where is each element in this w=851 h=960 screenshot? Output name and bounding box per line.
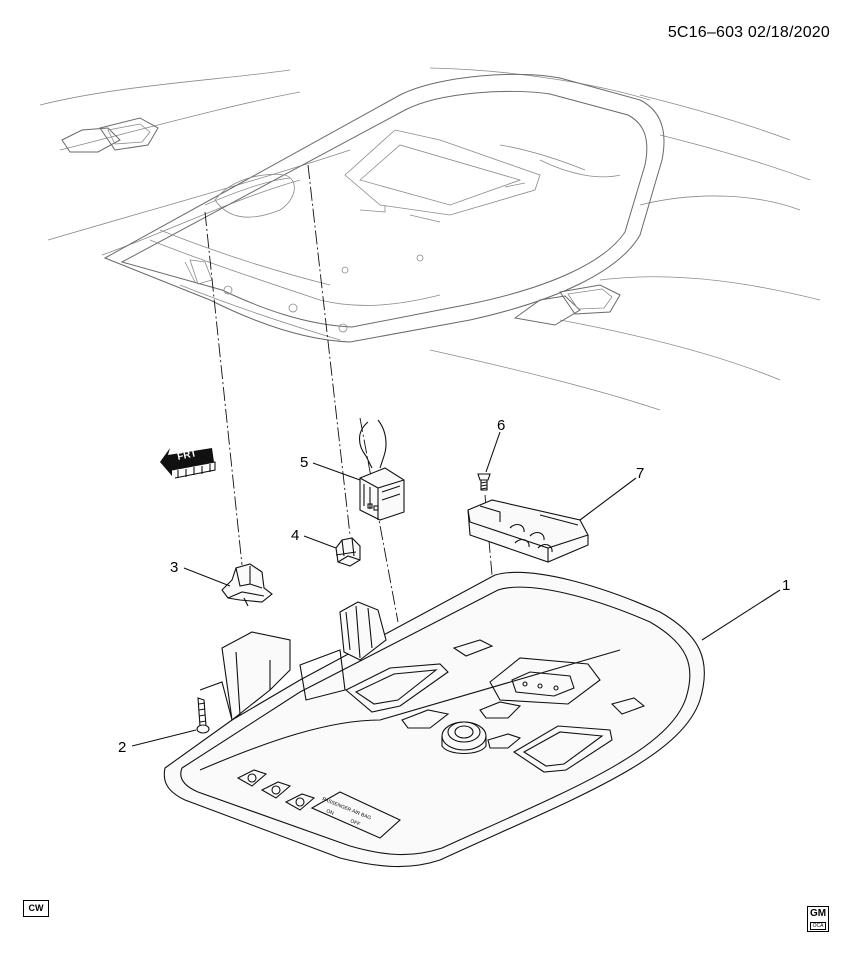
callout-2: 2 — [118, 739, 126, 756]
airbag-on-label: ON — [325, 808, 335, 817]
callout-1: 1 — [782, 577, 790, 594]
part-4-clip — [335, 537, 361, 567]
part-3-bracket — [221, 563, 273, 607]
drawing-reference: 5C16–603 02/18/2020 — [667, 24, 830, 41]
visor-clip-left — [61, 117, 159, 153]
part-5-connector — [358, 419, 405, 521]
gm-logo-text: GM — [809, 908, 827, 919]
front-direction-label: FRT — [176, 448, 197, 463]
front-direction-arrow: FRT — [160, 448, 216, 479]
sunroof-opening — [103, 73, 665, 343]
airbag-off-label: OFF — [349, 818, 361, 827]
part-2-screw — [196, 697, 210, 734]
visor-clip-right — [513, 284, 621, 326]
callout-4: 4 — [291, 527, 299, 544]
callout-3: 3 — [170, 559, 178, 576]
roof-outline — [39, 67, 821, 411]
gm-logo: GM OCA — [807, 906, 829, 932]
callout-6: 6 — [497, 417, 505, 434]
leader-lines — [131, 431, 781, 747]
part-1-overhead-console: PASSENGER AIR BAG ON OFF — [163, 571, 705, 868]
part-6-screw — [477, 473, 491, 491]
callout-5: 5 — [300, 454, 308, 471]
cw-badge: CW — [23, 900, 49, 917]
gm-logo-sub: OCA — [810, 922, 826, 930]
part-7-module — [467, 499, 589, 563]
callout-7: 7 — [636, 465, 644, 482]
